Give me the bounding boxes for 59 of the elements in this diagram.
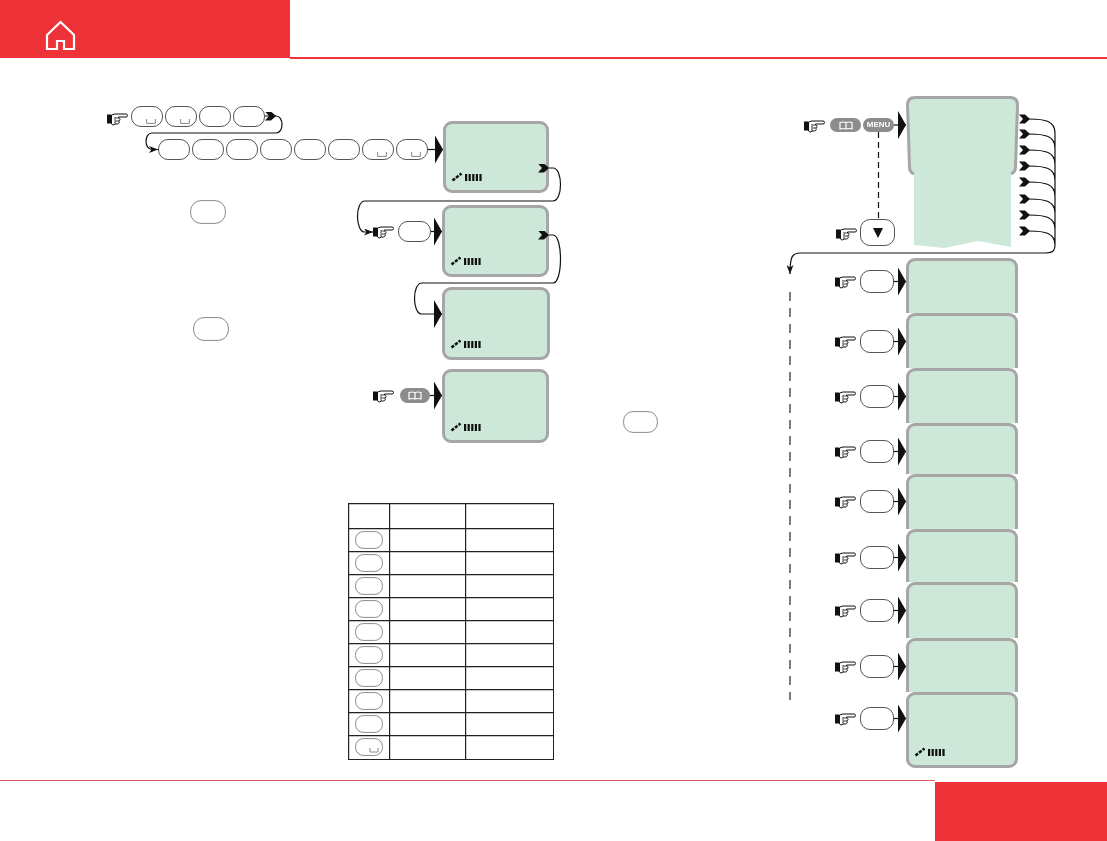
key-button [328, 139, 360, 160]
display-screen [442, 205, 549, 277]
arrow [893, 111, 907, 139]
display-screen [443, 121, 549, 193]
pointing-hand-icon [373, 225, 394, 239]
display-screen [906, 529, 1018, 582]
key-button [398, 221, 431, 242]
arrow [893, 382, 907, 411]
arrow [893, 596, 907, 625]
key-button [294, 139, 326, 160]
arrow [429, 381, 443, 410]
key-button [860, 490, 894, 513]
key-button [860, 330, 894, 353]
merging-arrow [786, 114, 1056, 275]
display-screen [906, 96, 1019, 249]
arrow [430, 217, 443, 246]
key-button [860, 546, 894, 569]
display-screen [906, 474, 1018, 529]
display-screen [906, 313, 1018, 368]
display-screen [906, 638, 1018, 692]
arrow [893, 327, 907, 356]
key-button [860, 655, 894, 678]
key-button [260, 139, 292, 160]
arrow [413, 230, 562, 328]
key-button [199, 106, 231, 127]
display-screen [442, 287, 550, 360]
arrow [893, 543, 907, 572]
key-button [131, 106, 163, 127]
display-screen [906, 423, 1018, 474]
arrow [893, 704, 907, 733]
display-screen [906, 368, 1018, 423]
key-button [158, 139, 190, 160]
key-button [860, 707, 894, 730]
menu-key: MENU [863, 118, 894, 132]
key-button [860, 599, 894, 622]
key-button [860, 440, 894, 463]
key-button [860, 385, 894, 408]
key-button [362, 139, 394, 160]
key-button [860, 270, 894, 293]
key-button [233, 106, 265, 127]
key-button [396, 139, 428, 160]
display-screen [906, 258, 1018, 313]
arrow [893, 437, 907, 466]
display-screen [906, 582, 1018, 638]
key-button [400, 388, 430, 403]
arrow [427, 135, 444, 164]
arrow [893, 487, 907, 516]
display-screen [442, 369, 549, 443]
key-button [165, 106, 197, 127]
arrow [356, 163, 562, 236]
key-button [226, 139, 258, 160]
key-button [192, 139, 224, 160]
key-button [860, 219, 895, 246]
arrow [145, 111, 283, 153]
arrow [893, 652, 907, 681]
key-button [830, 118, 861, 132]
display-screen [906, 692, 1018, 768]
arrow [893, 267, 907, 296]
dashed-line [877, 131, 880, 220]
